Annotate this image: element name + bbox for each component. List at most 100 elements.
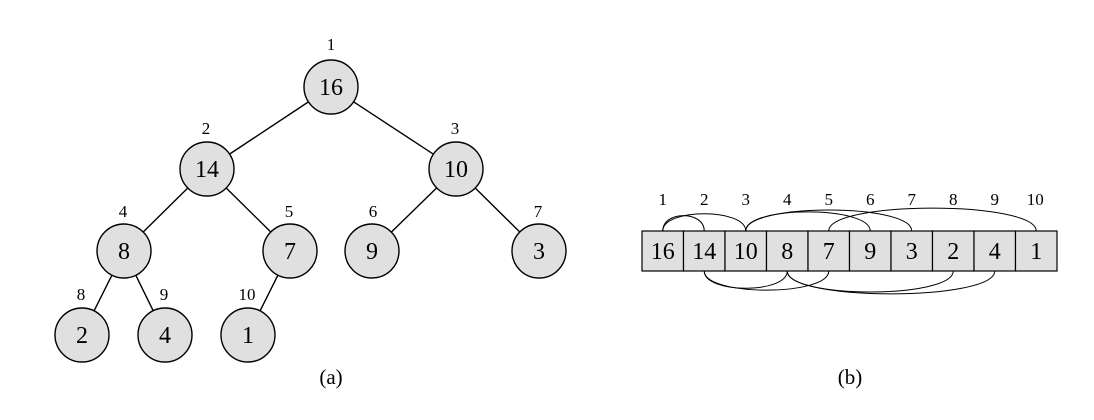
array-cell: 1 10	[1014, 190, 1058, 272]
array-cell-box	[765, 230, 809, 272]
array-cell: 84	[765, 190, 809, 272]
array-arc-8-4	[786, 270, 996, 295]
tree-node-value: 14	[195, 157, 219, 183]
array-cell-value: 10	[734, 239, 758, 265]
tree-node: 84	[96, 202, 152, 279]
array-cell-box	[682, 230, 726, 272]
array-cell-index: 3	[742, 190, 751, 209]
tree-node-value: 9	[366, 239, 378, 265]
tree-node-circle	[179, 141, 235, 197]
array-cell-index: 6	[866, 190, 875, 209]
array-cell-value: 7	[823, 239, 835, 265]
tree-node-value: 8	[118, 239, 130, 265]
tree-node: 10 3	[428, 119, 484, 197]
array-cell-box	[1014, 230, 1058, 272]
array-cell-value: 1	[1030, 239, 1042, 265]
tree-edge-10-9	[390, 187, 438, 233]
tree-node: 49	[137, 285, 193, 363]
tree-node-circle	[344, 223, 400, 279]
array-arc-10-9	[745, 211, 871, 232]
tree-node-value: 4	[159, 323, 171, 349]
array-cell-value: 14	[692, 239, 716, 265]
caption-array: (b)	[838, 365, 863, 389]
array-arc-7-1	[828, 207, 1037, 232]
array-cell: 10 3	[724, 190, 768, 272]
array-cell-box	[931, 230, 975, 272]
tree-node-value: 1	[242, 323, 254, 349]
array-cell-index: 8	[949, 190, 958, 209]
tree-node-circle	[137, 307, 193, 363]
tree-node-circle	[511, 223, 567, 279]
tree-node: 96	[344, 202, 400, 279]
tree-edge-16-14	[229, 101, 309, 155]
array-cell-index: 5	[825, 190, 834, 209]
array-arc-16-14	[662, 215, 705, 232]
tree-node-circle	[54, 307, 110, 363]
tree-node-index: 7	[534, 202, 543, 221]
tree-edge-8-4	[135, 274, 154, 312]
tree-node-value: 3	[533, 239, 545, 265]
tree-node: 28	[54, 285, 110, 363]
array-cell-index: 2	[700, 190, 709, 209]
array-cell-value: 2	[947, 239, 959, 265]
tree-edge-7-1	[259, 274, 279, 312]
array-cell-index: 4	[783, 190, 792, 209]
array-cell-box	[890, 230, 934, 272]
tree-node-circle	[303, 59, 359, 115]
array-cell-index: 1	[659, 190, 668, 209]
array-cell: 28	[931, 190, 975, 272]
tree-edge-8-2	[93, 274, 113, 312]
tree-node: 14 2	[179, 119, 235, 197]
tree-edge-16-10	[353, 101, 434, 155]
array-cell-index: 9	[991, 190, 1000, 209]
tree-node-index: 1	[327, 35, 336, 54]
tree-node-index: 9	[160, 285, 169, 304]
tree-node-index: 6	[369, 202, 378, 221]
tree-edge-14-8	[142, 187, 189, 233]
array-cell-value: 16	[651, 239, 675, 265]
tree-node-circle	[262, 223, 318, 279]
array-cell: 75	[807, 190, 851, 272]
tree-node-index: 5	[285, 202, 294, 221]
array-cell-value: 3	[906, 239, 918, 265]
tree-node: 37	[511, 202, 567, 279]
array-arc-14-7	[703, 270, 830, 291]
array-cell-box	[848, 230, 892, 272]
array-cell-box	[973, 230, 1017, 272]
array-cell: 16 1	[641, 190, 685, 272]
tree-node-index: 4	[119, 202, 128, 221]
caption-tree: (a)	[319, 365, 342, 389]
array-cell: 14 2	[682, 190, 726, 272]
array-cell-value: 9	[864, 239, 876, 265]
tree-node-circle	[96, 223, 152, 279]
array-cell-box	[807, 230, 851, 272]
array-arc-16-10	[662, 213, 747, 232]
array-cell: 96	[848, 190, 892, 272]
tree-node-value: 2	[76, 323, 88, 349]
array-cell-index: 10	[1027, 190, 1044, 209]
tree-node-index: 8	[77, 285, 86, 304]
array-cell: 49	[973, 190, 1017, 272]
tree-node-index: 10	[239, 285, 256, 304]
array-cell: 37	[890, 190, 934, 272]
tree-edge-14-7	[225, 187, 272, 233]
array-cell-index: 7	[908, 190, 917, 209]
tree-node-index: 2	[202, 119, 211, 138]
tree-node: 75	[262, 202, 318, 279]
tree-edge-10-3	[474, 187, 521, 233]
tree-node-circle	[428, 141, 484, 197]
tree-node-value: 10	[444, 157, 468, 183]
array-arc-8-2	[786, 270, 954, 293]
array-arc-10-3	[745, 209, 913, 232]
array-cell-value: 8	[781, 239, 793, 265]
tree-node-value: 7	[284, 239, 296, 265]
tree-node: 16 1	[303, 35, 359, 115]
tree-node-index: 3	[451, 119, 460, 138]
tree-node-value: 16	[319, 75, 343, 101]
tree-node-circle	[220, 307, 276, 363]
tree-node: 1 10	[220, 285, 276, 363]
array-arc-14-8	[703, 270, 788, 289]
